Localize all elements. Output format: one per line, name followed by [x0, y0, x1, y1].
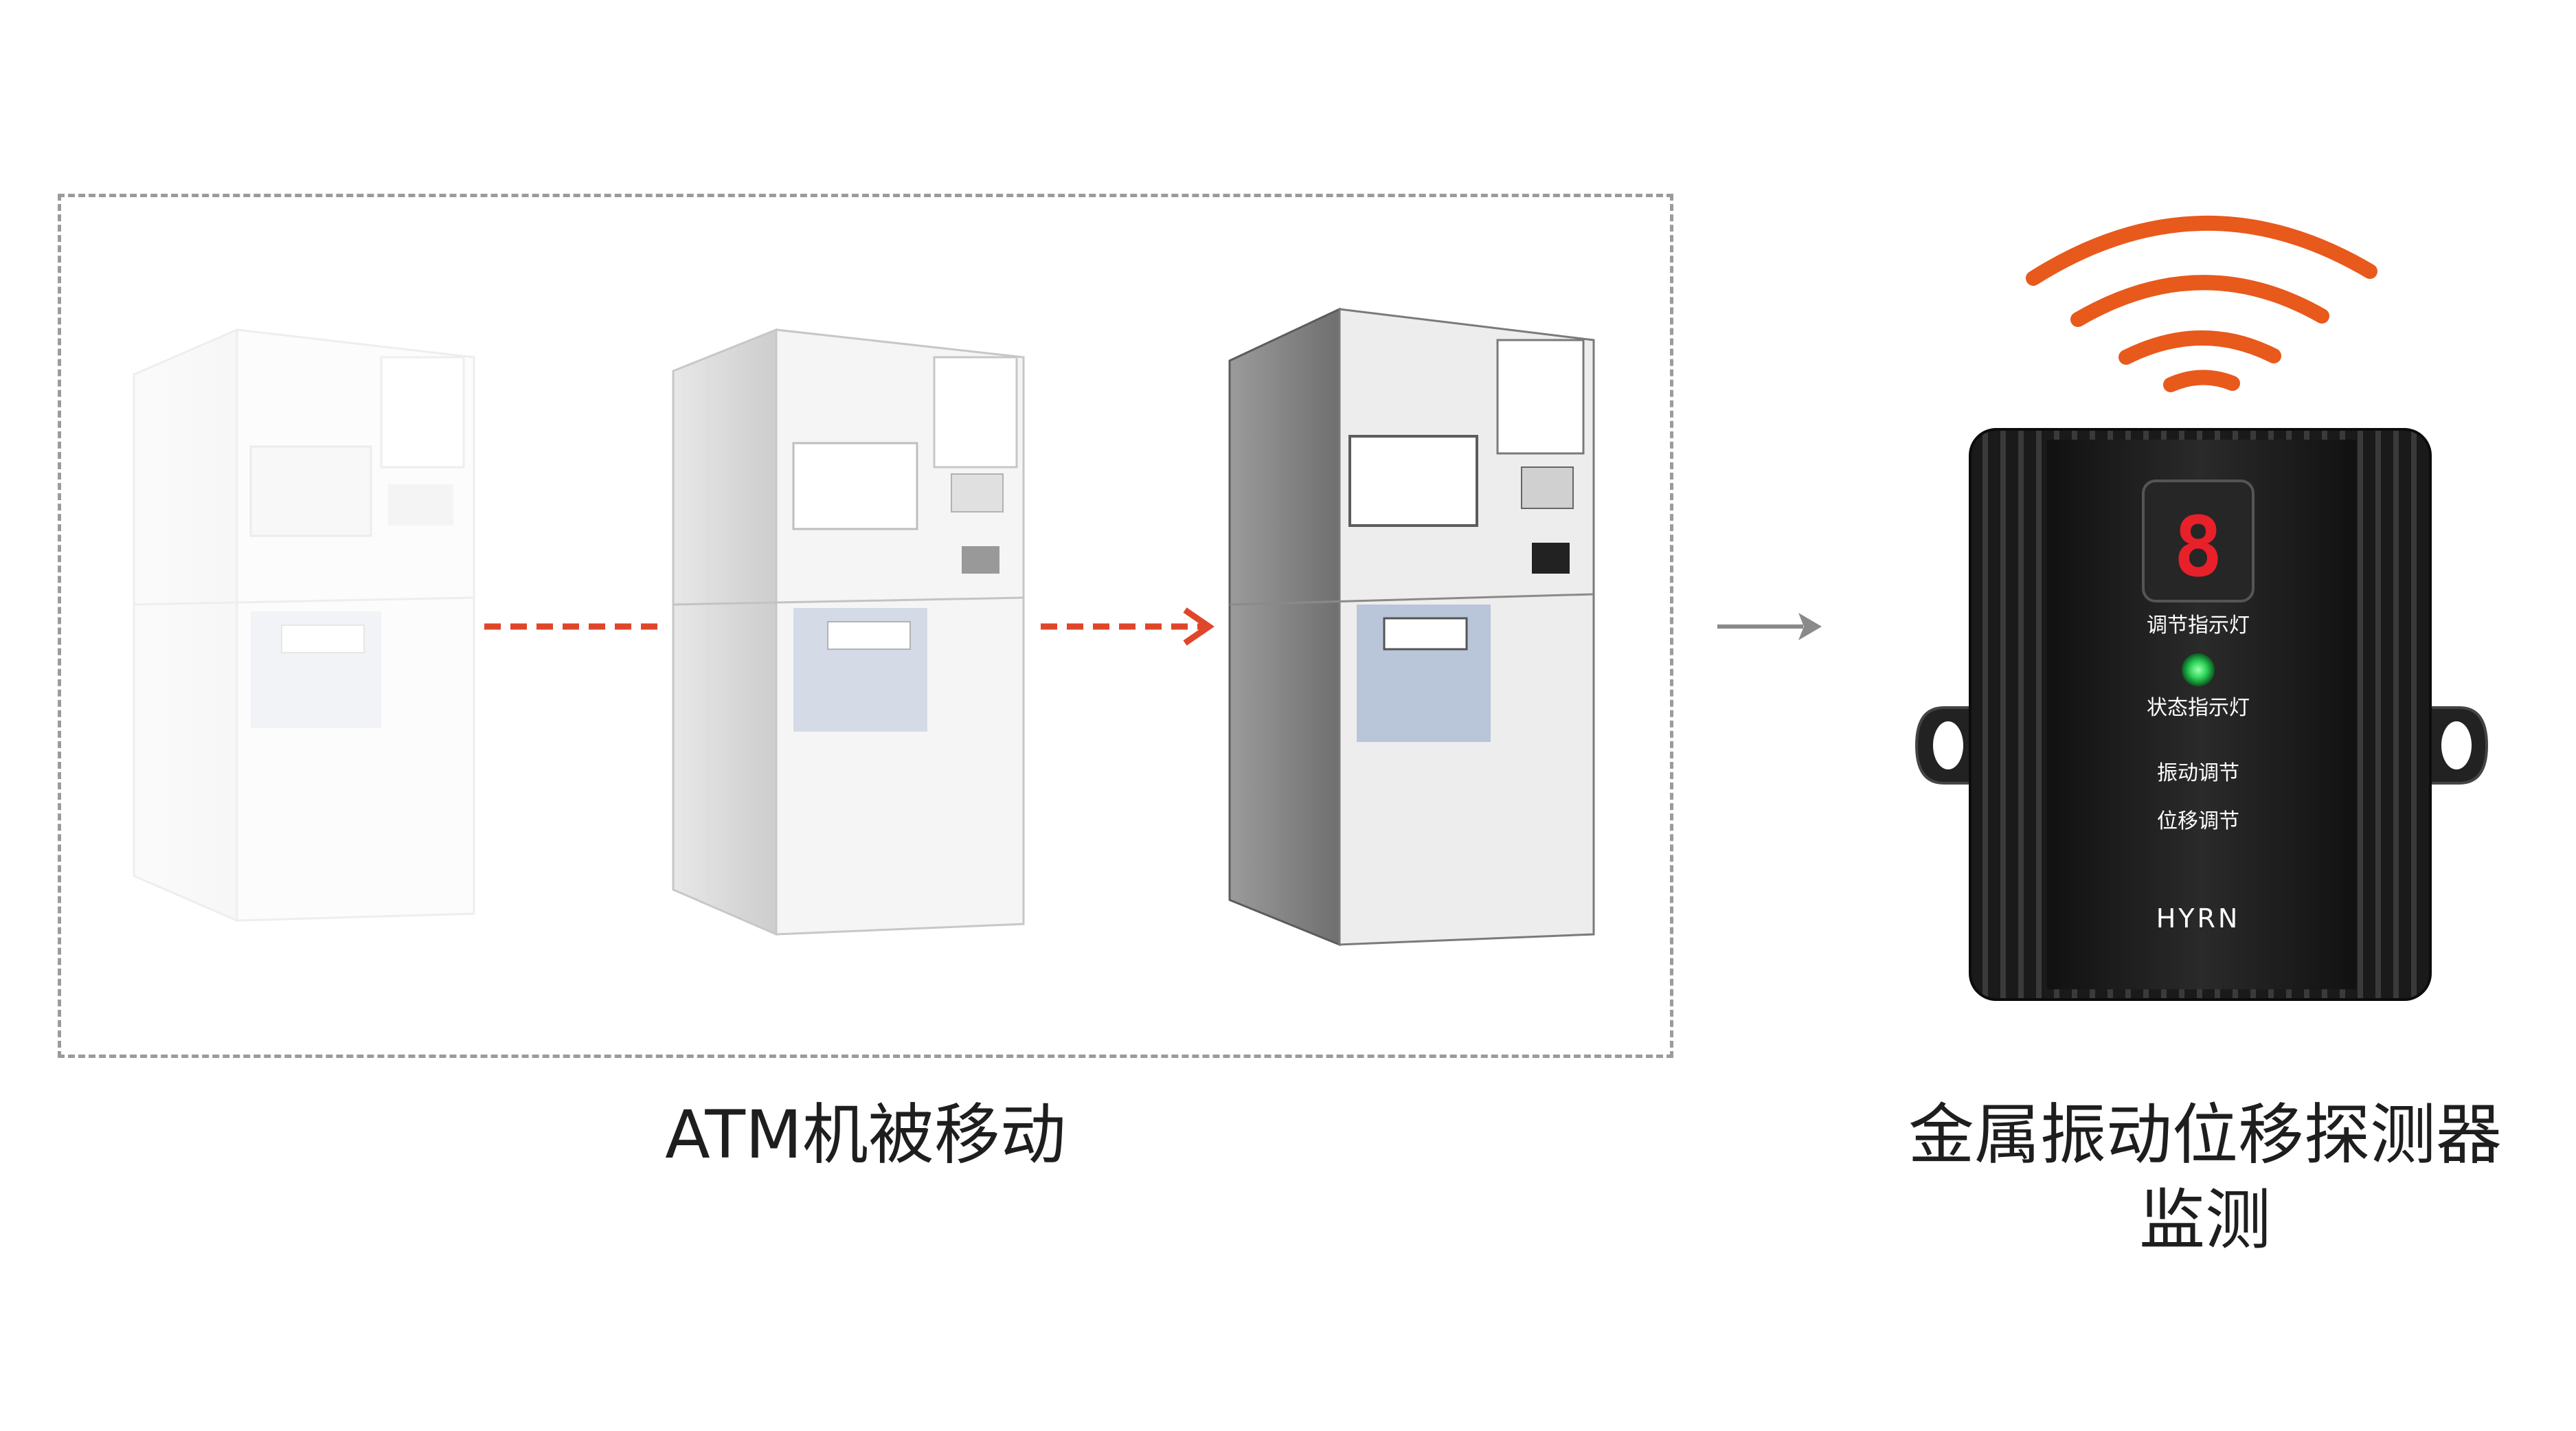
detector-caption-line2: 监测 [2139, 1182, 2271, 1259]
atm-machine-faded [133, 328, 475, 923]
arrow-right-icon [1183, 607, 1214, 646]
detector-caption-line1: 金属振动位移探测器 [1908, 1096, 2502, 1173]
display-digit: 8 [2173, 500, 2223, 596]
arrow-right-icon [1717, 613, 1822, 640]
detector-caption: 金属振动位移探测器 监测 [1855, 1092, 2555, 1263]
label-adjust-indicator: 调节指示灯 [2147, 613, 2250, 638]
atm-machine-mid [672, 328, 1025, 936]
move-arrow-2 [1041, 607, 1214, 646]
detector-device: 8 调节指示灯 状态指示灯 振动调节 位移调节 HYRN [1914, 428, 2489, 1001]
atm-machine-current [1228, 307, 1595, 947]
brand-logo: HYRN [2156, 903, 2241, 934]
label-vibration-adjust: 振动调节 [2157, 761, 2239, 785]
digit-display [2142, 480, 2255, 602]
atm-group-frame [58, 194, 1673, 1058]
atm-moved-caption: ATM机被移动 [665, 1096, 1066, 1173]
status-led-icon [2182, 653, 2215, 686]
wifi-signal-icon [2026, 216, 2377, 392]
label-displacement-adjust: 位移调节 [2157, 809, 2239, 833]
label-status-indicator: 状态指示灯 [2147, 696, 2250, 720]
